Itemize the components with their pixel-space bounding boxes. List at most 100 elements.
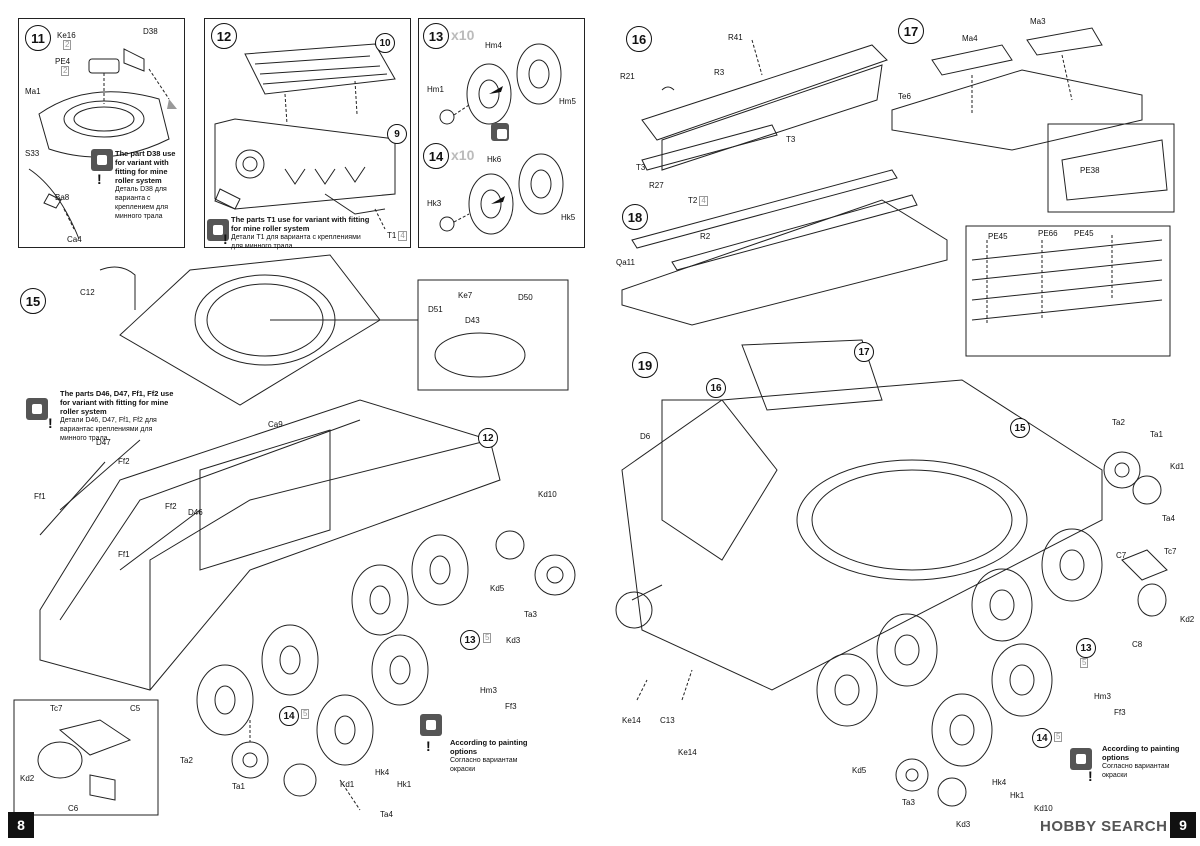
step-11-panel: 11 Ke16 2 D38 PE4 2 Ma1 S33 Ba8 Ca4 ! Th… [18, 18, 185, 248]
painting-options-icon [1070, 748, 1092, 770]
subassembly-ref-badge: 15 [1010, 418, 1030, 438]
part-label: D47 [96, 438, 111, 447]
part-label: Ta3 [524, 610, 537, 619]
subassembly-ref-badge: 13 [460, 630, 480, 650]
part-label: Ma3 [1030, 17, 1046, 26]
part-label: Ff1 [118, 550, 130, 559]
step-12-illustration [205, 19, 410, 247]
variant-icon [26, 398, 48, 420]
step-number-badge: 11 [25, 25, 51, 51]
subassembly-ref-badge: 13 [1076, 638, 1096, 658]
part-label: Kd2 [20, 774, 35, 783]
part-label: Ma4 [962, 34, 978, 43]
part-label: Ff2 [118, 457, 130, 466]
part-label: Hk3 [427, 199, 442, 208]
subassembly-ref-badge: 14 [1032, 728, 1052, 748]
part-label: Ff3 [1114, 708, 1126, 717]
part-label: D51 [428, 305, 443, 314]
part-label: PE4 [55, 57, 71, 66]
variant-icon [91, 149, 113, 171]
step-number-badge: 13 [423, 23, 449, 49]
instruction-page-left: 11 Ke16 2 D38 PE4 2 Ma1 S33 Ba8 Ca4 ! Th… [0, 0, 598, 846]
part-label: Hm3 [1094, 692, 1111, 701]
part-label: Tc7 [1164, 547, 1177, 556]
part-label: C5 [130, 704, 141, 713]
step-15-illustration [0, 0, 598, 846]
subassembly-ref-badge: 10 [375, 33, 395, 53]
part-label: Hk1 [397, 780, 412, 789]
wheel-illustration [419, 19, 584, 247]
part-label: C6 [68, 804, 79, 813]
painting-options-note: According to painting options Согласно в… [450, 738, 528, 773]
part-label: Ff2 [165, 502, 177, 511]
warning-icon: ! [223, 231, 228, 247]
quantity-box: 5 [483, 633, 492, 643]
part-label: R2 [700, 232, 711, 241]
variant-icon [207, 219, 229, 241]
subassembly-ref-badge: 17 [854, 342, 874, 362]
part-label: R21 [620, 72, 635, 81]
part-label: PE45 [1074, 229, 1094, 238]
part-label: Kd3 [506, 636, 521, 645]
subassembly-ref-badge: 16 [706, 378, 726, 398]
part-label: Ta1 [232, 782, 245, 791]
part-label: Ta1 [1150, 430, 1163, 439]
part-label: T3 [636, 163, 646, 172]
part-label: Hk6 [487, 155, 502, 164]
quantity-multiplier: x10 [451, 27, 475, 43]
warning-icon: ! [1088, 768, 1093, 784]
step-13-14-panel: 13 x10 Hm4 Hm1 Hm5 14 x10 Hk6 Hk3 Hk5 [418, 18, 585, 248]
part-label: Kd1 [1170, 462, 1185, 471]
variant-note-d38: The part D38 use for variant with fittin… [115, 149, 176, 220]
part-label: Ta4 [380, 810, 393, 819]
step-number-badge: 19 [632, 352, 658, 378]
part-label: Ca9 [268, 420, 283, 429]
variant-note-d46: The parts D46, D47, Ff1, Ff2 use for var… [60, 389, 174, 442]
part-label: R3 [714, 68, 725, 77]
part-label: Ta3 [902, 798, 915, 807]
page-number: 8 [8, 812, 34, 838]
variant-icon [491, 123, 509, 141]
warning-icon: ! [48, 415, 53, 431]
part-label: R41 [728, 33, 743, 42]
part-label: Hk1 [1010, 791, 1025, 800]
part-label: Kd10 [1034, 804, 1053, 813]
painting-options-note: According to painting options Согласно в… [1102, 744, 1180, 779]
part-label: Kd5 [490, 584, 505, 593]
part-label: Kd1 [340, 780, 355, 789]
part-label: T3 [786, 135, 796, 144]
part-label: Ba8 [55, 193, 70, 202]
part-label: PE66 [1038, 229, 1058, 238]
part-label: Ke14 [622, 716, 641, 725]
part-label: Ff3 [505, 702, 517, 711]
subassembly-ref-badge: 12 [478, 428, 498, 448]
part-label: D50 [518, 293, 533, 302]
step-number-badge: 15 [20, 288, 46, 314]
part-label: D43 [465, 316, 480, 325]
part-label: D46 [188, 508, 203, 517]
part-label: Ke16 [57, 31, 76, 40]
warning-icon: ! [97, 171, 102, 187]
part-label: Kd2 [1180, 615, 1195, 624]
part-label: R27 [649, 181, 664, 190]
warning-icon: ! [426, 738, 431, 754]
step-number-badge: 14 [423, 143, 449, 169]
part-label: Te6 [898, 92, 911, 101]
part-label: Ta2 [1112, 418, 1125, 427]
quantity-box: 2 [61, 66, 70, 76]
steps-16-19-illustration [602, 0, 1200, 846]
quantity-multiplier: x10 [451, 147, 475, 163]
quantity-box: 5 [301, 709, 310, 719]
part-label: C13 [660, 716, 675, 725]
part-label: Ca4 [67, 235, 82, 244]
subassembly-ref-badge: 14 [279, 706, 299, 726]
quantity-box: 5 [1054, 732, 1063, 742]
part-label: Kd5 [852, 766, 867, 775]
part-label: Kd10 [538, 490, 557, 499]
part-label: S33 [25, 149, 40, 158]
step-number-badge: 12 [211, 23, 237, 49]
part-label: Hk5 [561, 213, 576, 222]
part-label: Ma1 [25, 87, 41, 96]
part-label: Hm1 [427, 85, 444, 94]
